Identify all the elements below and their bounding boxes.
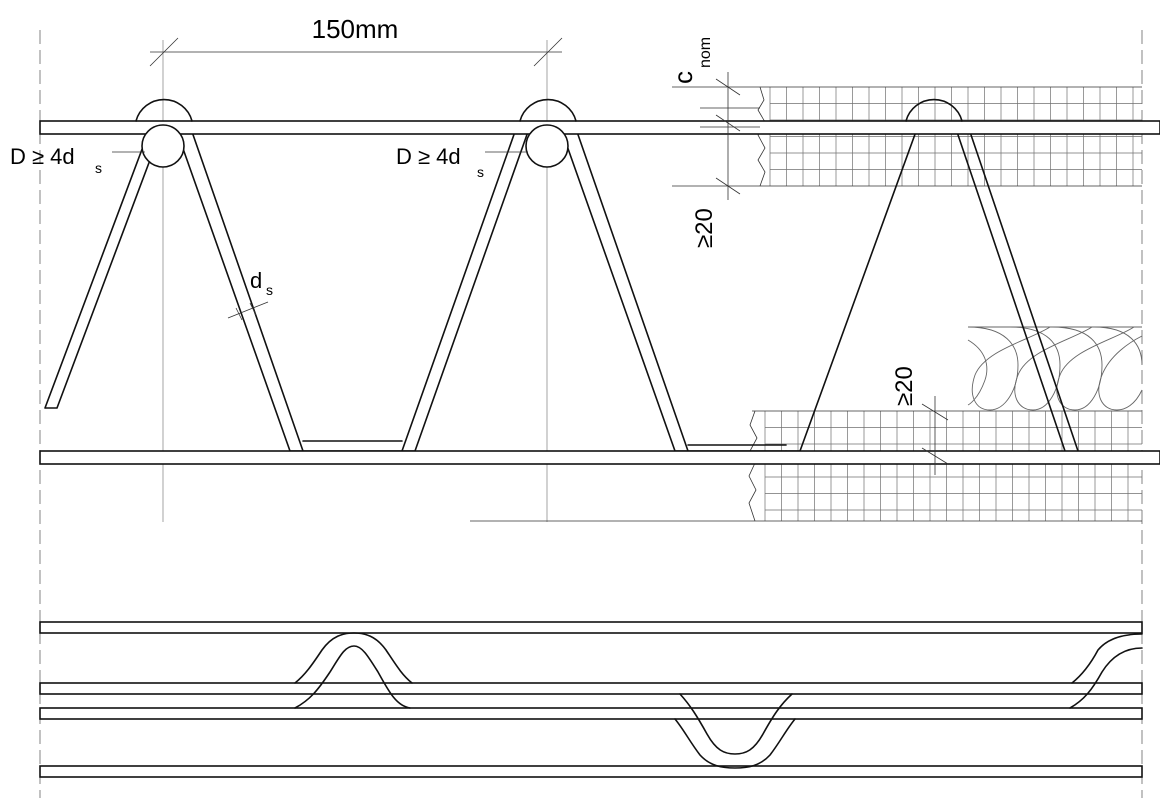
min-top-label: ≥20 [691,208,718,248]
top-chord-bar [39,120,1160,135]
cover-dimension: c nom ≥20 [668,37,760,248]
bend-label-1-main: D ≥ 4d [10,144,75,169]
plan-view [39,621,1143,778]
bottom-chord-bar [39,450,1160,465]
bar-diameter-dimension: d s [227,268,273,321]
lattice-diagonals [44,125,1079,452]
centre-lines [162,40,548,522]
bend-label-2: D ≥ 4d s [396,144,528,180]
bar-diameter-main: d [250,268,262,293]
spacing-label: 150mm [312,14,399,44]
min-bottom-dimension: ≥20 [891,366,949,475]
top-concrete-layer [672,86,1142,187]
boundary-lines [39,30,1143,798]
bend-label-2-main: D ≥ 4d [396,144,461,169]
bend-label-1: D ≥ 4d s [10,144,145,176]
bar-diameter-sub: s [266,282,273,298]
min-bottom-label: ≥20 [891,366,918,406]
top-bar-circle-2 [525,124,569,168]
main-bars [39,120,1160,465]
cover-label-sub: nom [697,37,714,68]
bend-label-2-sub: s [477,164,484,180]
top-bar-circle-1 [141,124,185,168]
cover-label-main: c [668,71,698,84]
bottom-concrete-layer [470,410,1142,522]
bend-details [135,98,963,168]
bend-label-1-sub: s [95,160,102,176]
insulation-layer [967,326,1143,412]
spacing-dimension: 150mm [149,14,563,67]
